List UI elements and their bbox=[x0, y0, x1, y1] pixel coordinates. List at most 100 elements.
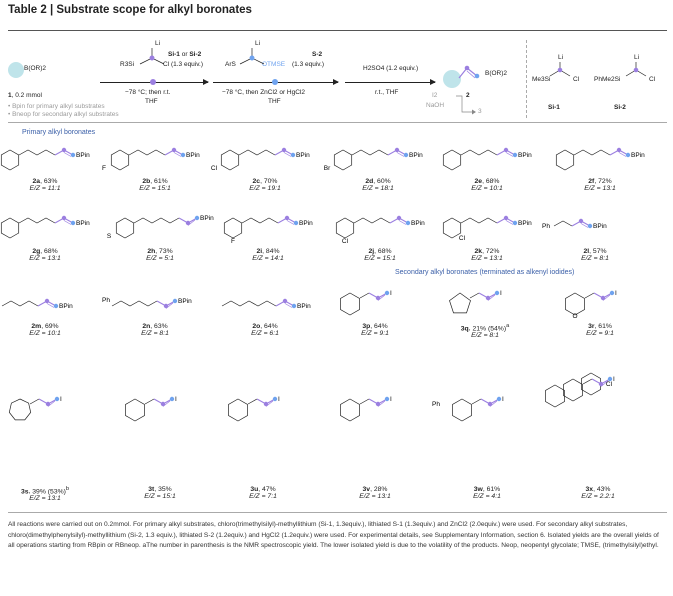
ez-ratio: E/Z = 2.2:1 bbox=[581, 493, 615, 500]
ez-ratio: E/Z = 4:1 bbox=[473, 493, 501, 500]
alkyl-chain bbox=[359, 292, 370, 299]
end-group-label: I bbox=[278, 396, 280, 403]
ez-ratio: E/Z = 9:1 bbox=[586, 330, 614, 337]
substituent-label: Ph bbox=[542, 223, 550, 230]
blue-dot bbox=[494, 290, 500, 296]
alkyl-chain bbox=[133, 217, 180, 224]
compound-label: 2h73% bbox=[104, 248, 216, 255]
compound-caption: 2f72%E/Z = 13:1 bbox=[544, 178, 656, 192]
end-group-label: BPin bbox=[297, 303, 311, 310]
yield: 57% bbox=[589, 248, 606, 255]
end-group-label: BPin bbox=[411, 220, 425, 227]
purple-dot bbox=[263, 401, 269, 407]
alkyl-chain bbox=[460, 149, 498, 156]
blue-dot bbox=[53, 303, 59, 309]
blue-dot bbox=[384, 290, 390, 296]
si1-name: Si-1 bbox=[548, 104, 560, 111]
blue-dot bbox=[607, 376, 613, 382]
or: or bbox=[181, 51, 188, 58]
yield: 68% bbox=[482, 178, 499, 185]
compound-caption: 2c70%E/Z = 19:1 bbox=[209, 178, 321, 192]
purple-dot bbox=[503, 147, 509, 153]
compound-label: 2l57% bbox=[539, 248, 651, 255]
compound-id: 2n bbox=[142, 323, 151, 330]
structure: I bbox=[449, 290, 502, 314]
start-amount: 1, 0.2 mmol bbox=[8, 92, 42, 99]
ring bbox=[565, 292, 585, 316]
product-alkene bbox=[458, 65, 480, 79]
end-group-label: BPin bbox=[299, 220, 313, 227]
structure: IPh bbox=[432, 396, 504, 422]
end-group-label: BPin bbox=[76, 152, 90, 159]
ez-ratio: E/Z = 8:1 bbox=[141, 330, 169, 337]
compound-2f: BPin bbox=[544, 140, 656, 176]
yield: 70% bbox=[260, 178, 277, 185]
purple-dot bbox=[44, 298, 50, 304]
benzene-ring bbox=[335, 217, 355, 239]
ring bbox=[125, 398, 145, 422]
compound-3v: I bbox=[319, 350, 431, 482]
structure: ICl bbox=[545, 372, 615, 408]
blue-dot bbox=[625, 152, 631, 158]
ez-ratio: E/Z = 18:1 bbox=[362, 185, 394, 192]
ez-ratio: E/Z = 13:1 bbox=[471, 255, 503, 262]
compound-id: 3u bbox=[250, 486, 259, 493]
compound-caption: 2e68%E/Z = 10:1 bbox=[431, 178, 543, 192]
compound-3u: I bbox=[207, 350, 319, 482]
purple-dot bbox=[160, 401, 166, 407]
compound-caption: 2n63%E/Z = 8:1 bbox=[99, 323, 211, 337]
benzene-ring bbox=[0, 149, 20, 171]
structure: I bbox=[340, 290, 392, 316]
amount: , 0.2 mmol bbox=[11, 92, 42, 99]
end-group-label: I bbox=[502, 396, 504, 403]
naoh-label: NaOH bbox=[426, 102, 445, 109]
ez-ratio: E/Z = 19:1 bbox=[249, 185, 281, 192]
blue-dot bbox=[512, 152, 518, 158]
compound-caption: 3p64%E/Z = 9:1 bbox=[319, 323, 431, 337]
compound-caption: 3r61%E/Z = 9:1 bbox=[544, 323, 656, 337]
compound-id: 2g bbox=[32, 248, 41, 255]
compound-id: 2l bbox=[583, 248, 590, 255]
compound-id: 2h bbox=[147, 248, 156, 255]
yield: 63% bbox=[40, 178, 57, 185]
product-circle bbox=[443, 70, 461, 88]
footnote-mark: b bbox=[65, 486, 70, 492]
alkyl-chain bbox=[241, 217, 279, 224]
yield: 47% bbox=[258, 486, 275, 493]
benzene-ring bbox=[442, 217, 462, 239]
benzene-ring bbox=[0, 217, 20, 239]
end-group-label: I bbox=[60, 396, 62, 403]
compound-2e: BPin bbox=[431, 140, 543, 176]
carbenoid-bonds bbox=[139, 48, 165, 65]
substituent-label: S bbox=[107, 233, 112, 240]
blue-dot bbox=[194, 215, 200, 221]
yield: 28% bbox=[370, 486, 387, 493]
compound-id: 2i bbox=[256, 248, 263, 255]
double-bond bbox=[505, 220, 514, 225]
branch-arrow bbox=[456, 95, 476, 115]
blue-dot bbox=[70, 220, 76, 226]
compound-label: 3u47% bbox=[207, 486, 319, 493]
product-2: 2 bbox=[466, 92, 470, 99]
compound-label: 2e68% bbox=[431, 178, 543, 185]
yield: 61% bbox=[150, 178, 167, 185]
double-bond bbox=[63, 152, 72, 157]
table-title: Table 2 | Substrate scope for alkyl boro… bbox=[8, 4, 252, 16]
double-bond bbox=[396, 152, 405, 157]
footnote: All reactions were carried out on 0.2mmo… bbox=[8, 521, 659, 549]
double-bond bbox=[618, 152, 627, 157]
compound-caption: 3w61%E/Z = 4:1 bbox=[431, 486, 543, 500]
alkyl-chain bbox=[18, 149, 56, 156]
benzene-ring bbox=[115, 217, 135, 239]
yield: 43% bbox=[593, 486, 610, 493]
end-group-label: BPin bbox=[518, 220, 532, 227]
